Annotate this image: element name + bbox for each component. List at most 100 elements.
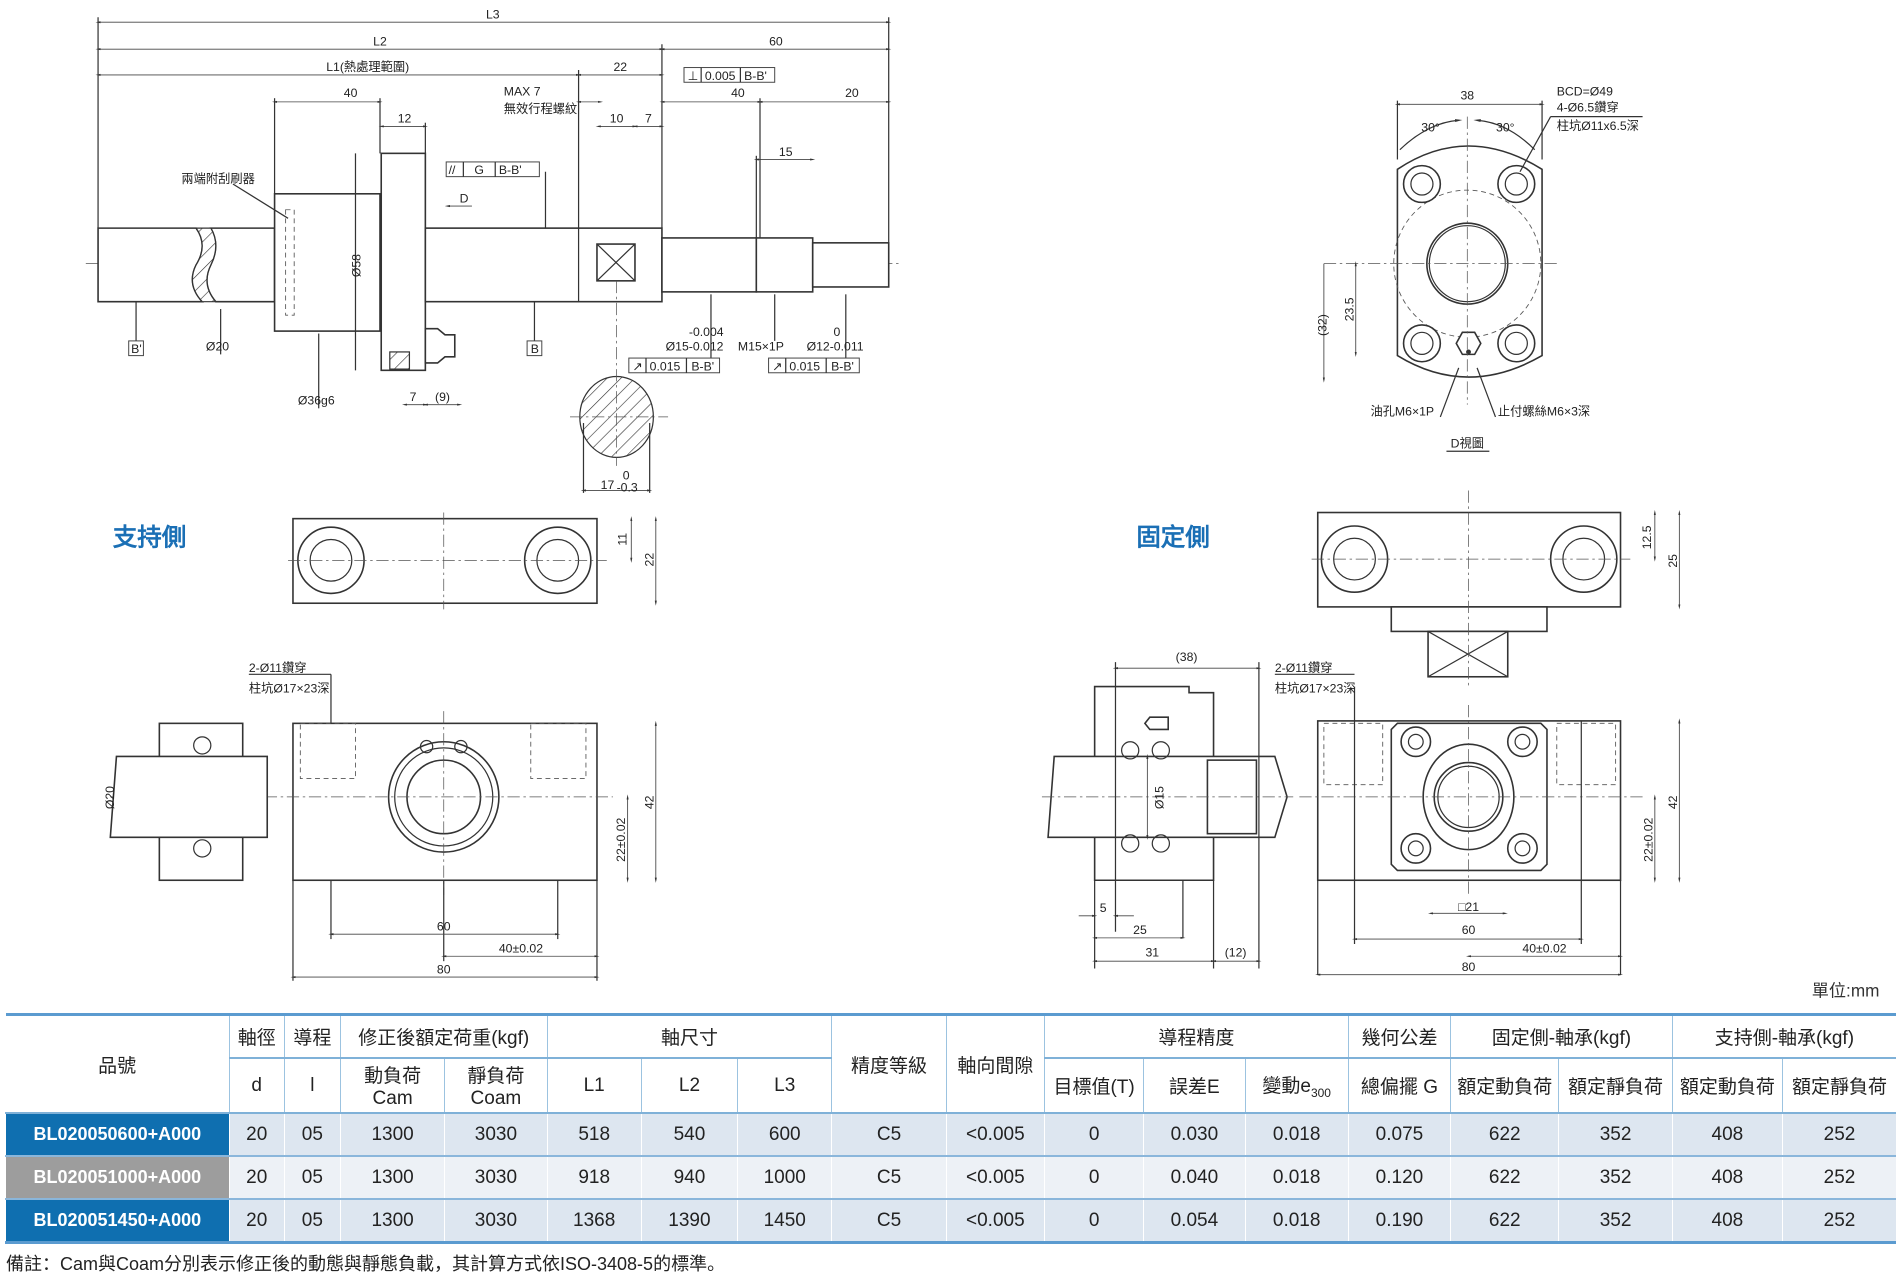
dim-L2: L2: [373, 34, 387, 48]
table-cell: 518: [546, 1113, 642, 1157]
table-cell: 600: [737, 1113, 832, 1157]
unit-label: 單位:mm: [1812, 981, 1880, 1001]
flange-d-view: 38 BCD=Ø49 4-Ø6.5鑽穿 柱坑Ø11x6.5深 30° 30° (…: [1315, 85, 1643, 452]
header-L3: L3: [737, 1058, 832, 1114]
table-cell: 0.054: [1143, 1199, 1246, 1244]
table-cell: 1300: [339, 1156, 445, 1200]
header-coam-cn: 靜負荷: [467, 1066, 525, 1087]
table-cell: 3030: [444, 1199, 548, 1244]
header-variation-sub: 300: [1310, 1085, 1331, 1100]
dim-11: 11: [615, 533, 629, 546]
dia-12: Ø12-0.011: [807, 340, 864, 354]
table-cell: 408: [1671, 1199, 1783, 1244]
dim-22-tol: 22±0.02: [1641, 817, 1655, 861]
dim-15: 15: [779, 145, 793, 159]
table-cell: 1390: [640, 1199, 738, 1244]
table-cell: 352: [1558, 1113, 1673, 1157]
table-cell: 0: [1043, 1199, 1144, 1244]
angle-30-left: 30°: [1421, 120, 1440, 134]
runout-datum-1: B-B': [691, 359, 714, 373]
section-tol-upper: 0: [623, 468, 630, 482]
dim-60: 60: [1462, 923, 1476, 937]
table-cell: 3030: [444, 1113, 548, 1157]
header-fixed-static: 額定靜負荷: [1558, 1058, 1673, 1114]
table-cell: 0.190: [1347, 1199, 1451, 1244]
table-cell: 622: [1450, 1113, 1559, 1157]
table-cell: C5: [831, 1156, 947, 1200]
runout-value-2: 0.015: [789, 359, 820, 373]
table-cell: 0.040: [1143, 1156, 1246, 1200]
table-cell: C5: [831, 1199, 947, 1244]
dim-40-tol: 40±0.02: [1522, 942, 1566, 956]
header-runout: 總偏擺 G: [1347, 1058, 1451, 1114]
dim-31: 31: [1145, 945, 1159, 959]
table-cell: 1300: [339, 1113, 445, 1157]
table-cell: 1000: [737, 1156, 832, 1200]
wiper-label: 兩端附刮刷器: [181, 172, 255, 186]
table-cell: 20: [228, 1156, 285, 1200]
header-lead: 導程: [283, 1014, 341, 1059]
counterbore-label: 柱坑Ø17×23深: [249, 681, 330, 696]
invalid-thread-label: 無效行程螺紋: [504, 101, 578, 116]
dim-40-nut: 40: [344, 86, 358, 100]
table-cell: 352: [1558, 1156, 1673, 1200]
d-view-title: D視圖: [1451, 436, 1484, 451]
part-number-cell: BL020050600+A000: [5, 1113, 230, 1157]
table-cell: 0.030: [1143, 1113, 1246, 1157]
dim-10: 10: [610, 112, 624, 126]
header-d: d: [228, 1058, 285, 1114]
max-7-label: MAX 7: [504, 85, 541, 99]
holes-label: 2-Ø11鑽穿: [249, 660, 307, 675]
table-cell: 0.018: [1244, 1113, 1349, 1157]
header-grade: 精度等級: [831, 1014, 947, 1114]
table-cell: 918: [546, 1156, 642, 1200]
dim-12-ref: (12): [1225, 945, 1247, 959]
dia-15: Ø15-0.012: [666, 340, 724, 354]
m15-thread: M15×1P: [738, 340, 784, 354]
runout-value-1: 0.015: [650, 359, 681, 373]
table-cell: 05: [283, 1156, 341, 1200]
header-L1: L1: [546, 1058, 642, 1114]
table-cell: 622: [1450, 1199, 1559, 1244]
dim-25b: 25: [1133, 923, 1147, 937]
dim-5: 5: [1100, 901, 1107, 915]
dia-20: Ø20: [103, 786, 117, 809]
dim-80: 80: [1462, 960, 1476, 974]
header-geometric: 幾何公差: [1347, 1014, 1451, 1059]
support-side-title: 支持側: [113, 524, 187, 552]
header-support-static: 額定靜負荷: [1782, 1058, 1896, 1114]
dia-20: Ø20: [206, 340, 229, 354]
header-shaft-dia: 軸徑: [228, 1014, 285, 1059]
header-error: 誤差E: [1143, 1058, 1246, 1114]
bcd-label: BCD=Ø49: [1557, 85, 1613, 99]
table-cell: 408: [1671, 1156, 1783, 1200]
table-cell: 05: [283, 1113, 341, 1157]
header-variation-label: 變動e: [1262, 1076, 1311, 1098]
datum-b: B: [531, 342, 539, 356]
dim-40-end: 40: [731, 86, 745, 100]
header-target: 目標值(T): [1043, 1058, 1144, 1114]
dim-7-nipple: 7: [410, 390, 417, 404]
section-tol-lower: -0.3: [617, 481, 638, 495]
runout-symbol-2: ↗: [772, 359, 782, 373]
part-number-cell: BL020051450+A000: [5, 1199, 230, 1244]
dim-23-5: 23.5: [1342, 297, 1356, 321]
table-cell: 20: [228, 1199, 285, 1244]
header-coam-en: Coam: [470, 1088, 522, 1109]
table-cell: C5: [831, 1113, 947, 1157]
view-d-label: D: [460, 191, 469, 205]
header-fixed-dynamic: 額定動負荷: [1450, 1058, 1559, 1114]
header-cam-cn: 動負荷: [364, 1066, 422, 1087]
perpendicularity-value: 0.005: [705, 69, 736, 83]
table-cell: <0.005: [945, 1199, 1045, 1244]
dim-60: 60: [437, 920, 451, 934]
section-dim: 17: [601, 478, 615, 492]
table-cell: 1368: [546, 1199, 642, 1244]
table-cell: 940: [640, 1156, 738, 1200]
dim-22-tol: 22±0.02: [614, 817, 628, 861]
part-number-cell: BL020051000+A000: [5, 1156, 230, 1200]
header-fixed-bearing: 固定側-軸承(kgf): [1450, 1014, 1673, 1059]
